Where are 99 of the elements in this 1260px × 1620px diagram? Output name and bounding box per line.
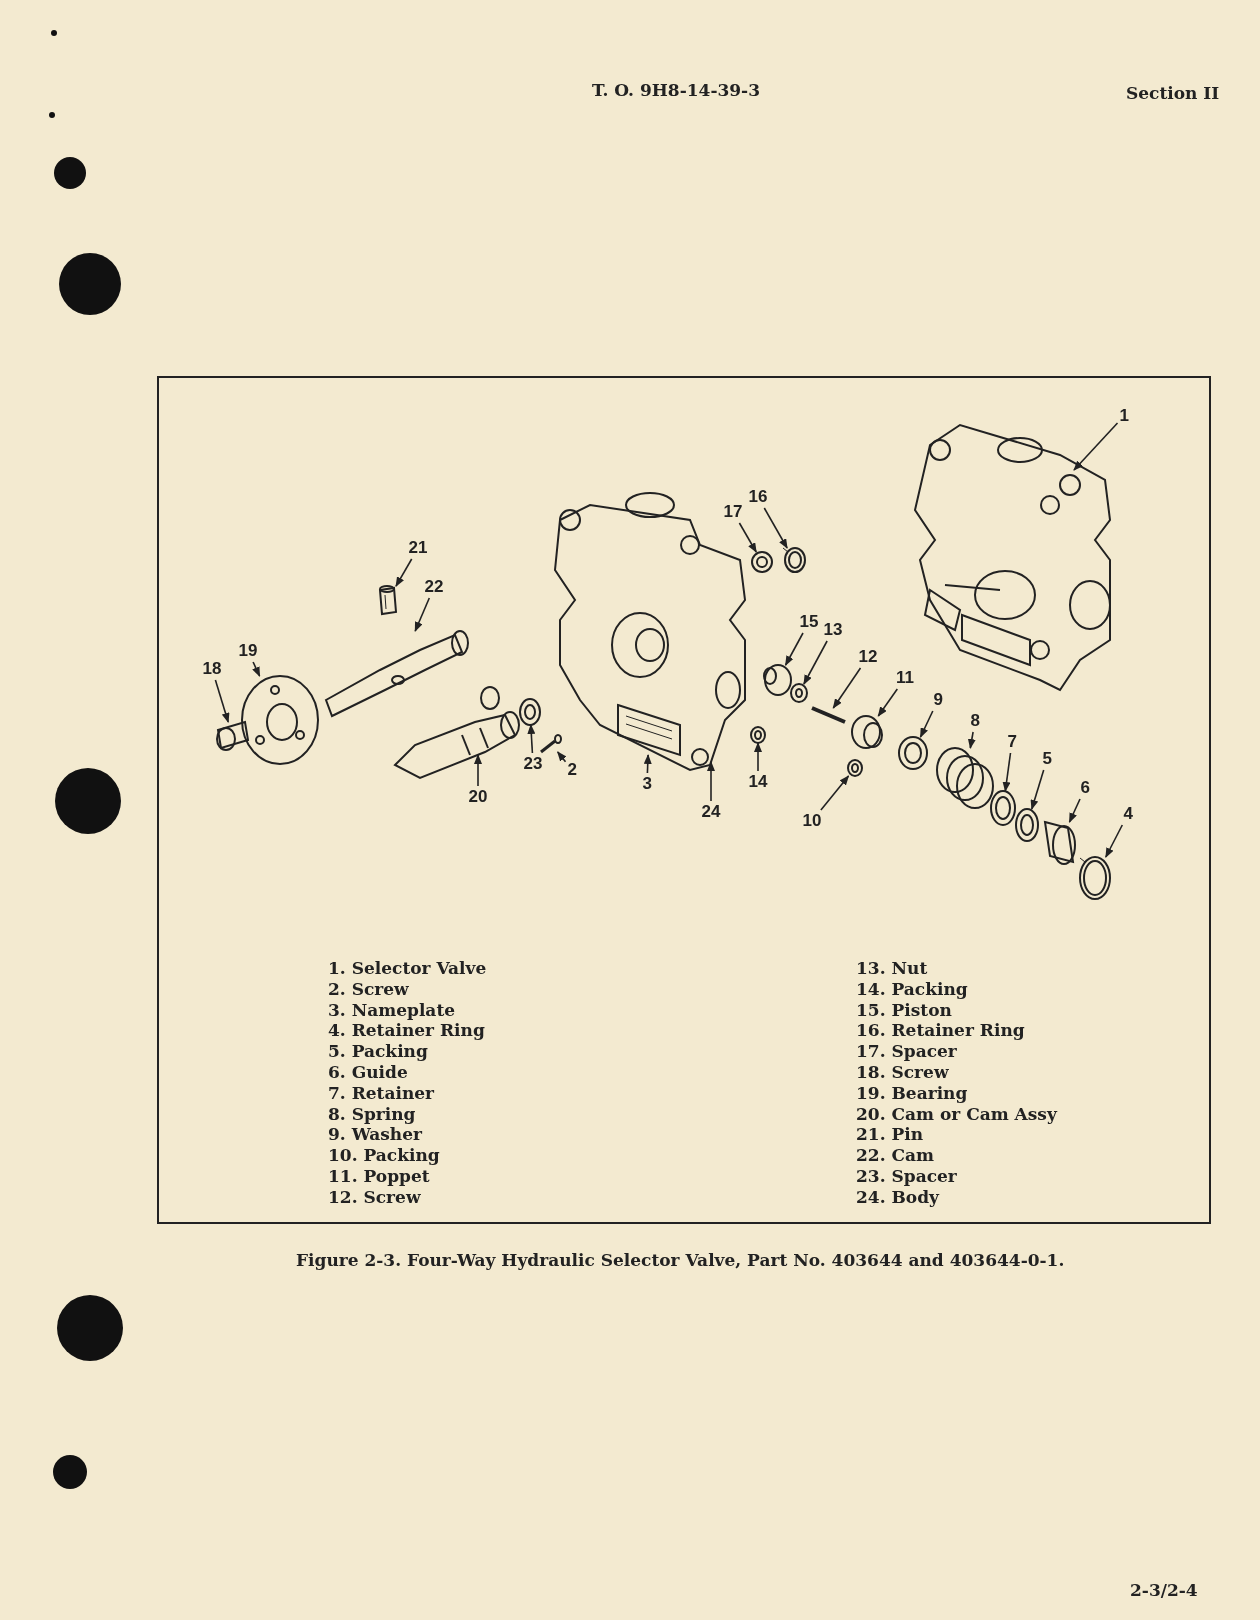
leader-line — [643, 754, 652, 774]
callout-number: 7 — [1007, 733, 1017, 751]
callout-number: 21 — [408, 539, 428, 557]
callout-number: 23 — [523, 755, 543, 773]
selector-valve-drawing — [913, 423, 1112, 692]
piston-drawing — [763, 664, 792, 696]
screw-drawing — [216, 720, 250, 751]
retainer-drawing — [990, 790, 1016, 826]
screw-drawing — [811, 706, 846, 724]
leader-line — [1002, 752, 1012, 792]
nut-drawing — [790, 683, 808, 703]
parts-list-entry: 21. Pin — [856, 1124, 924, 1145]
callout-number: 22 — [424, 578, 444, 596]
parts-list-entry: 5. Packing — [328, 1041, 428, 1062]
washer-drawing — [898, 736, 928, 770]
cam-drawing — [393, 686, 520, 780]
parts-list-entry: 18. Screw — [856, 1062, 949, 1082]
leader-line — [1068, 798, 1081, 823]
bearing-drawing — [241, 675, 319, 765]
section-heading: Section II — [1126, 83, 1220, 103]
callout-number: 1 — [1119, 407, 1129, 425]
parts-list-entry: 24. Body — [856, 1186, 939, 1207]
parts-list-entry: 16. Retainer Ring — [856, 1020, 1025, 1041]
screw-drawing — [540, 734, 562, 754]
leader-line — [967, 731, 976, 749]
parts-list-entry: 14. Packing — [856, 978, 968, 999]
page-number: 2-3/2-4 — [1130, 1580, 1198, 1600]
callout-number: 3 — [642, 775, 652, 793]
parts-list-entry: 4. Retainer Ring — [328, 1020, 485, 1041]
callout-number: 20 — [468, 788, 488, 806]
callout-number: 14 — [748, 773, 768, 791]
callout-number: 16 — [748, 488, 768, 506]
leader-line — [763, 507, 788, 549]
leader-line — [1030, 769, 1045, 810]
leader-line — [214, 679, 230, 723]
callout-number: 12 — [858, 648, 878, 666]
leader-line — [707, 761, 715, 802]
parts-list-entry: 17. Spacer — [856, 1041, 957, 1062]
leader-line — [527, 724, 536, 754]
spacer-drawing — [751, 551, 773, 573]
parts-list-entry: 10. Packing — [328, 1145, 440, 1166]
cam-drawing — [324, 630, 469, 718]
leader-line — [414, 597, 431, 632]
retainer-ring-drawing — [1079, 856, 1111, 900]
callout-number: 2 — [567, 761, 577, 779]
figure-caption: Figure 2-3. Four-Way Hydraulic Selector Valve, Part No. 403644 and 403644-0-1. — [296, 1250, 1065, 1270]
parts-list-entry: 8. Spring — [328, 1103, 416, 1124]
parts-list-entry: 20. Cam or Cam Assy — [856, 1103, 1057, 1124]
parts-list-entry: 7. Retainer — [328, 1082, 435, 1103]
leader-line — [1105, 824, 1124, 858]
leader-line — [252, 661, 261, 677]
spacer-drawing — [519, 698, 541, 726]
callout-number: 9 — [933, 691, 943, 709]
callout-number: 13 — [823, 621, 843, 639]
leader-line — [919, 710, 934, 738]
callout-number: 5 — [1042, 750, 1052, 768]
parts-list-entry: 6. Guide — [328, 1062, 408, 1082]
parts-list-entry: 2. Screw — [328, 978, 409, 999]
callout-number: 18 — [202, 660, 222, 678]
pin-drawing — [378, 585, 398, 616]
parts-list-entry: 12. Screw — [328, 1186, 421, 1207]
packing-ring-drawing — [1015, 808, 1039, 842]
callout-number: 8 — [970, 712, 980, 730]
parts-list-entry: 23. Spacer — [856, 1166, 957, 1186]
callout-number: 10 — [802, 812, 822, 830]
leader-line — [820, 775, 850, 811]
callout-number: 15 — [799, 613, 819, 631]
parts-list-entry: 3. Nameplate — [328, 999, 456, 1020]
packing-ring-drawing — [847, 759, 863, 777]
parts-list-entry: 22. Cam — [856, 1145, 935, 1166]
leader-line — [395, 558, 413, 587]
callout-number: 24 — [701, 803, 721, 821]
packing-ring-drawing — [750, 726, 766, 744]
guide-drawing — [1043, 820, 1076, 865]
leader-line — [474, 754, 482, 787]
retainer-ring-drawing — [782, 547, 806, 573]
leader-line — [832, 667, 862, 709]
callout-number: 17 — [723, 503, 743, 521]
leader-line — [738, 522, 757, 553]
callout-number: 4 — [1123, 805, 1133, 823]
parts-list-entry: 19. Bearing — [856, 1082, 968, 1103]
leader-line — [803, 640, 828, 685]
parts-list-entry: 1. Selector Valve — [328, 958, 487, 978]
parts-list-entry: 9. Washer — [328, 1124, 422, 1145]
callout-number: 6 — [1080, 779, 1090, 797]
leader-line — [1073, 422, 1119, 471]
poppet-drawing — [851, 715, 883, 749]
parts-list-entry: 15. Piston — [856, 999, 952, 1020]
leader-line — [877, 688, 899, 717]
parts-list-entry: 11. Poppet — [328, 1166, 430, 1186]
leader-line — [754, 742, 762, 772]
spring-drawing — [936, 747, 994, 809]
callout-number: 11 — [896, 669, 914, 687]
callout-number: 19 — [238, 642, 258, 660]
nameplate-drawing — [617, 703, 681, 757]
document-number: T. O. 9H8-14-39-3 — [592, 80, 760, 100]
leader-line — [556, 751, 567, 763]
parts-list-entry: 13. Nut — [856, 958, 928, 978]
leader-line — [784, 632, 804, 666]
